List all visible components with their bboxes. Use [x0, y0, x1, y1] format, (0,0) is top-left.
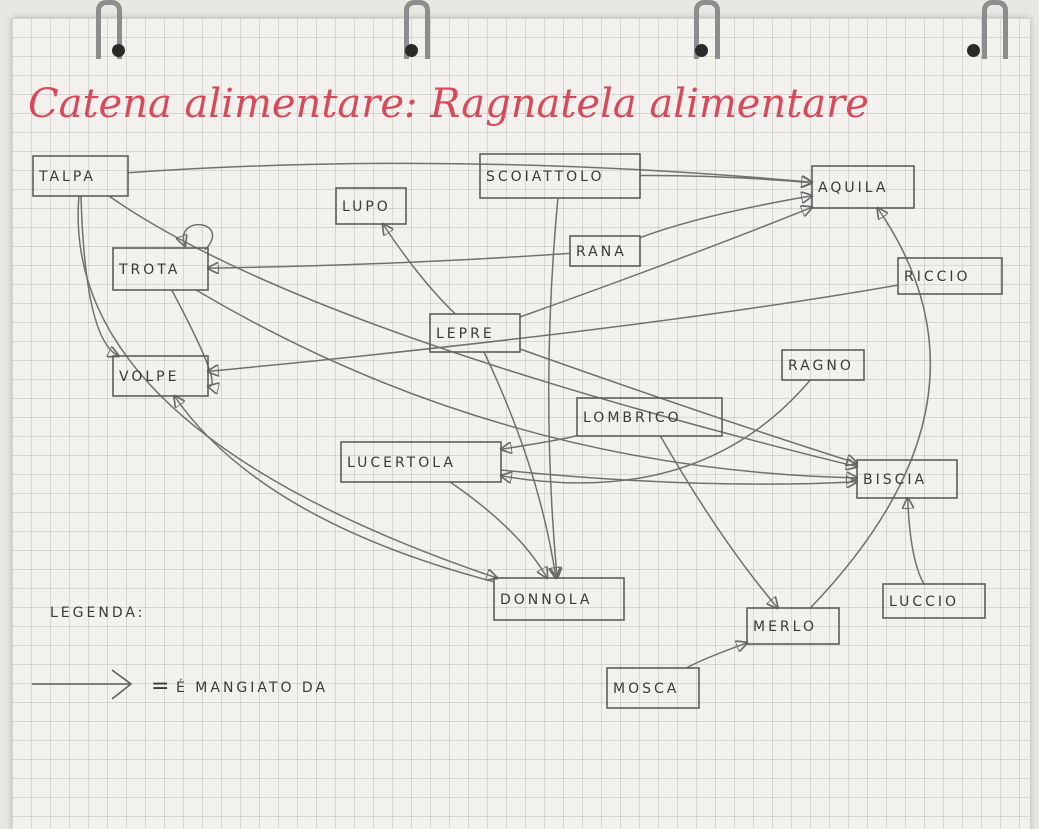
node-label-lupo: LUPO [342, 199, 391, 215]
page-title: Catena alimentare: Ragnatela alimentare [28, 81, 869, 127]
edge-lucertola-to-donnola [449, 481, 547, 578]
legend-description: É MANGIATO DA [176, 679, 328, 696]
node-box-mosca [606, 667, 700, 709]
node-riccio: RICCIO [897, 257, 1003, 295]
node-merlo: MERLO [746, 607, 840, 645]
node-lupo: LUPO [335, 187, 407, 225]
node-rana: RANA [569, 235, 641, 267]
node-label-lombrico: LOMBRICO [583, 410, 682, 426]
node-lucertola: LUCERTOLA [340, 441, 502, 483]
node-box-donnola [493, 577, 625, 621]
node-label-scoiattolo: SCOIATTOLO [486, 169, 605, 185]
binder-hole-4 [967, 44, 980, 57]
node-box-riccio [897, 257, 1003, 295]
edge-lombrico-to-lucertola [501, 434, 578, 450]
node-lepre: LEPRE [429, 313, 521, 353]
node-box-lucertola [340, 441, 502, 483]
edge-ragno-to-lucertola [501, 379, 811, 484]
node-ragno: RAGNO [781, 349, 865, 381]
edge-lepre-to-aquila [519, 207, 812, 318]
edge-lucertola-to-biscia [500, 469, 857, 484]
node-talpa: TALPA [32, 155, 129, 197]
edge-riccio-to-volpe [208, 284, 899, 371]
node-label-ragno: RAGNO [788, 358, 854, 374]
node-label-rana: RANA [576, 244, 627, 260]
node-label-donnola: DONNOLA [500, 592, 592, 608]
edge-scoiattolo-to-aquila [639, 174, 812, 182]
edge-talpa-to-biscia [108, 195, 857, 467]
node-box-scoiattolo [479, 153, 641, 199]
edge-trota-to-biscia [195, 289, 857, 478]
edge-trota-to-trota [183, 224, 214, 251]
edge-mosca-to-merlo [686, 643, 747, 669]
edges-layer [77, 162, 932, 669]
node-volpe: VOLPE [112, 355, 209, 397]
edge-rana-to-trota [208, 252, 571, 268]
node-label-trota: TROTA [118, 262, 180, 278]
edge-lombrico-to-merlo [659, 435, 777, 608]
binder-ring-3 [694, 0, 720, 59]
binder-hole-3 [695, 44, 708, 57]
node-label-riccio: RICCIO [904, 269, 971, 285]
edge-talpa-to-donnola [77, 195, 497, 578]
node-lombrico: LOMBRICO [576, 397, 723, 437]
edge-lepre-to-biscia [519, 348, 857, 463]
edge-donnola-to-volpe [174, 396, 495, 583]
node-box-lupo [335, 187, 407, 225]
binder-ring-1 [96, 0, 122, 59]
node-box-merlo [746, 607, 840, 645]
binder-hole-2 [405, 44, 418, 57]
node-box-rana [569, 235, 641, 267]
edge-lepre-to-lupo [383, 224, 456, 315]
legend-heading: LEGENDA: [50, 605, 145, 621]
node-box-ragno [781, 349, 865, 381]
node-box-talpa [32, 155, 129, 197]
node-luccio: LUCCIO [882, 583, 986, 619]
edge-talpa-to-volpe [80, 195, 119, 356]
binder-ring-4 [982, 0, 1008, 59]
node-mosca: MOSCA [606, 667, 700, 709]
binder-ring-2 [404, 0, 430, 59]
edge-luccio-to-biscia [908, 498, 925, 585]
node-box-lombrico [576, 397, 723, 437]
node-scoiattolo: SCOIATTOLO [479, 153, 641, 199]
node-label-merlo: MERLO [753, 619, 817, 635]
node-label-biscia: BISCIA [863, 472, 927, 488]
node-box-trota [112, 247, 209, 291]
node-label-mosca: MOSCA [613, 681, 679, 697]
node-aquila: AQUILA [811, 165, 915, 209]
legend: LEGENDA: = É MANGIATO DA [32, 605, 328, 700]
node-box-volpe [112, 355, 209, 397]
nodes-layer: TALPA SCOIATTOLO AQUILA LUPO RANA TROTA RICCIO… [32, 153, 1003, 709]
node-label-volpe: VOLPE [119, 369, 179, 385]
node-box-luccio [882, 583, 986, 619]
graph-paper-sheet [12, 18, 1030, 829]
node-donnola: DONNOLA [493, 577, 625, 621]
node-box-lepre [429, 313, 521, 353]
node-label-talpa: TALPA [38, 169, 96, 185]
edge-scoiattolo-to-donnola [548, 197, 558, 578]
binder-hole-1 [112, 44, 125, 57]
node-label-lepre: LEPRE [436, 326, 495, 342]
edge-rana-to-aquila [639, 196, 812, 239]
edge-talpa-to-aquila [127, 162, 812, 182]
node-biscia: BISCIA [856, 459, 958, 499]
node-label-aquila: AQUILA [818, 180, 888, 196]
node-box-biscia [856, 459, 958, 499]
node-box-aquila [811, 165, 915, 209]
node-label-luccio: LUCCIO [889, 594, 959, 610]
node-trota: TROTA [112, 247, 209, 291]
legend-equals: = [151, 674, 172, 699]
edge-merlo-to-aquila [809, 208, 932, 609]
node-label-lucertola: LUCERTOLA [347, 455, 456, 471]
edge-lepre-to-donnola [483, 351, 556, 578]
legend-arrow-head [111, 669, 133, 700]
